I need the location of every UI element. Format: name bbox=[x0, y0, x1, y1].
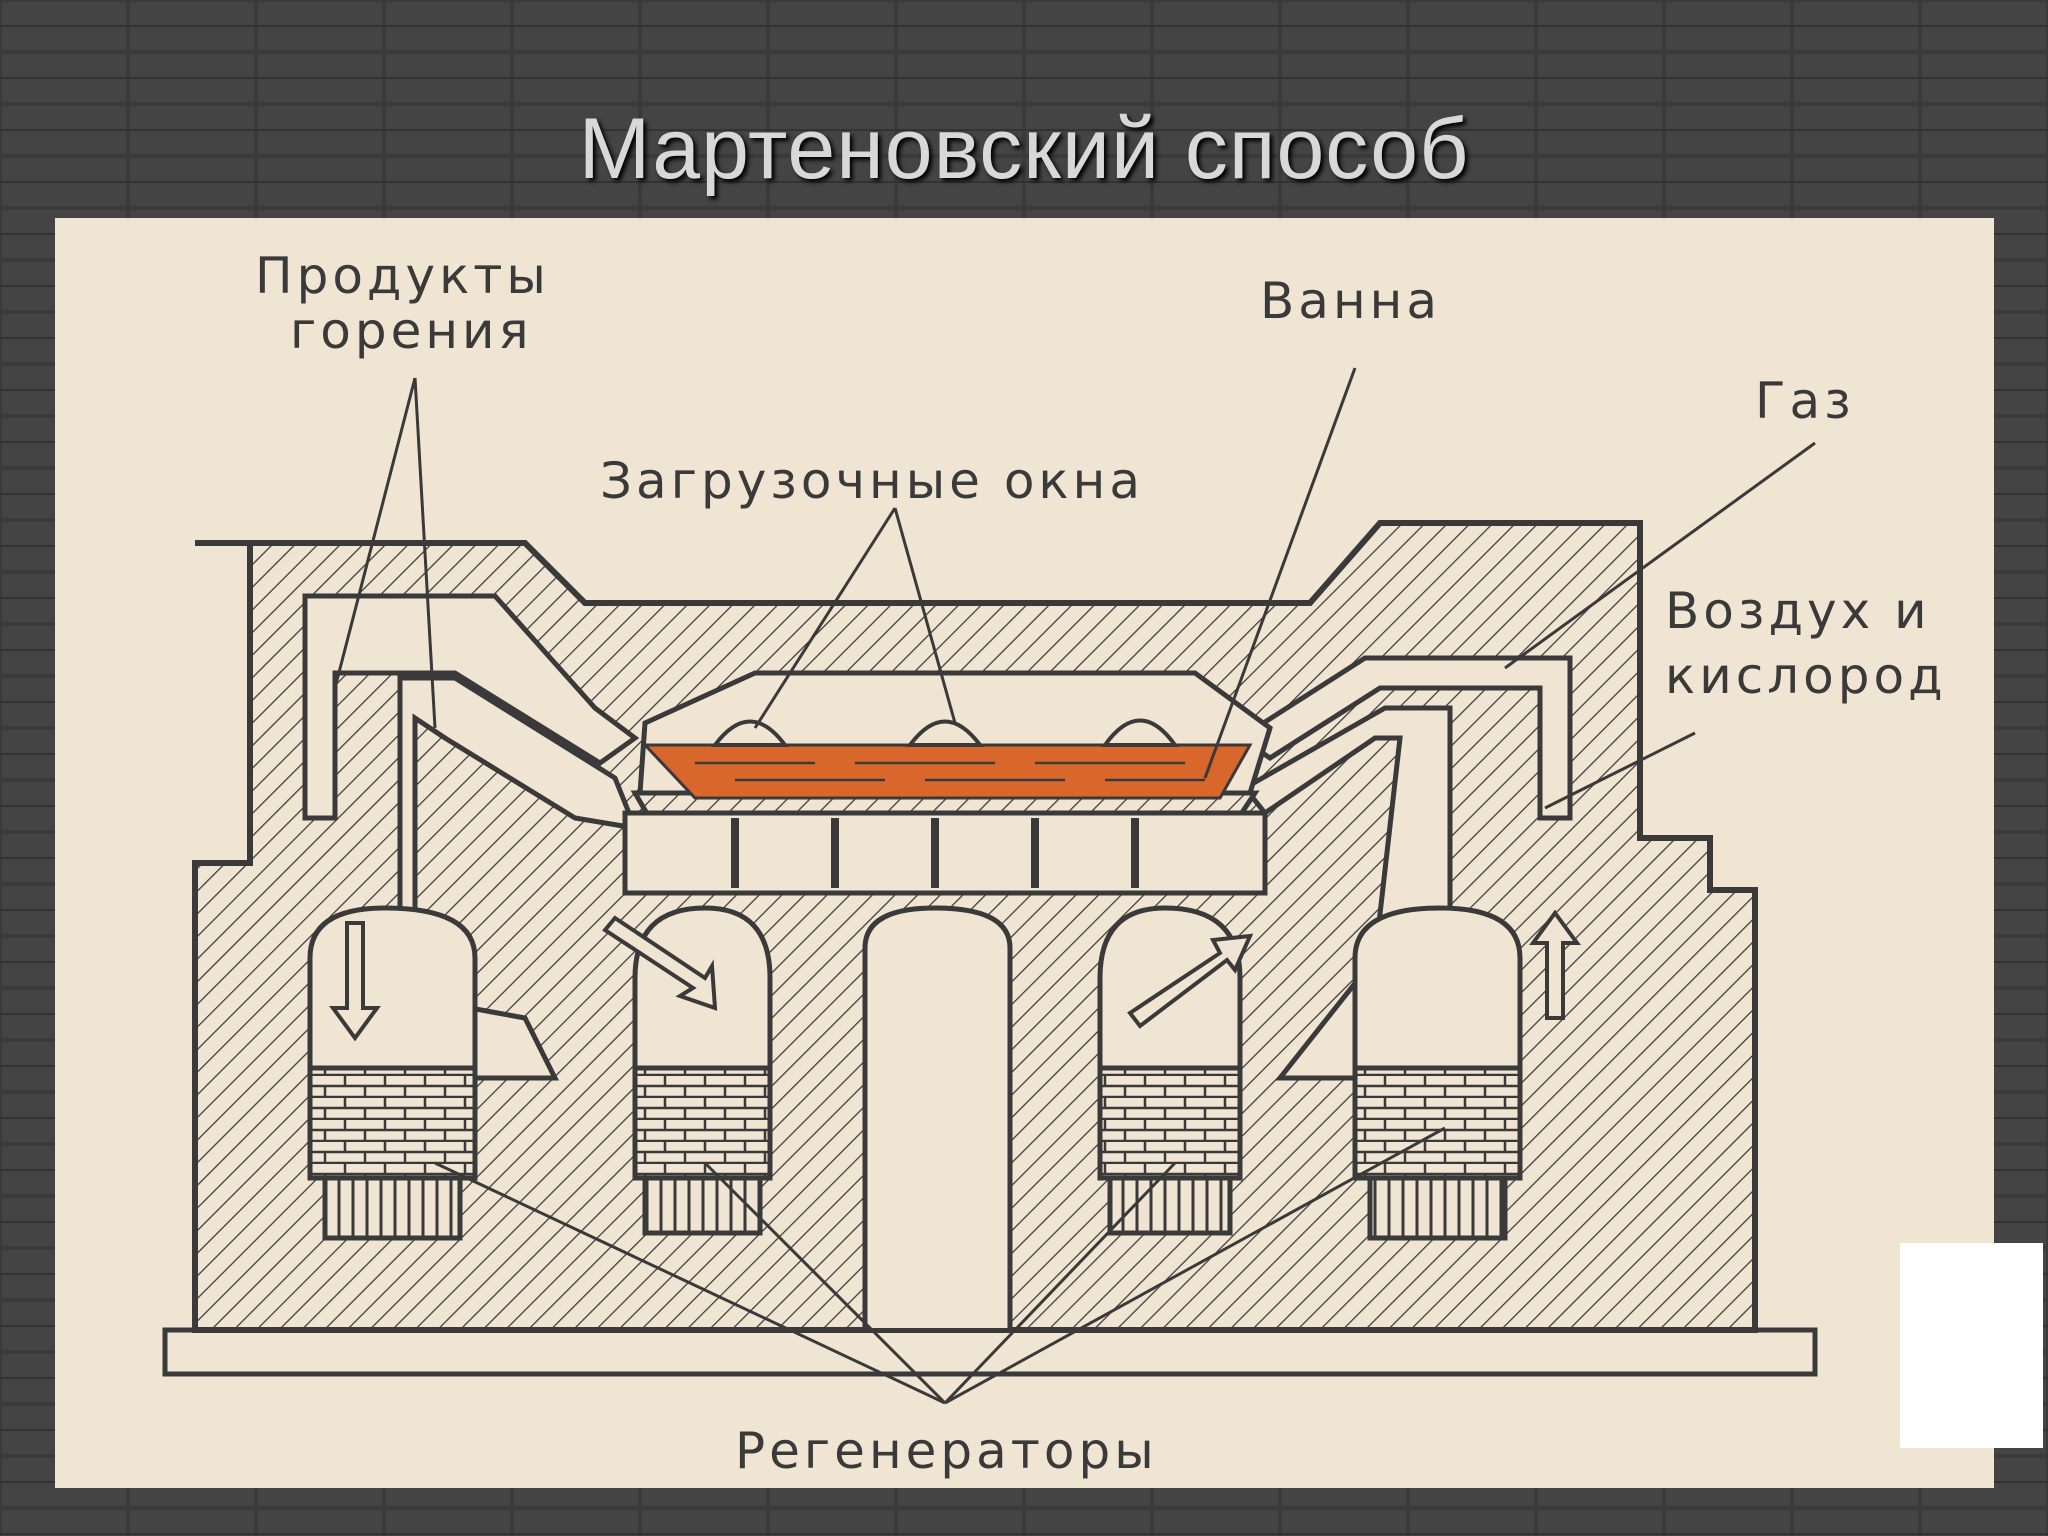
regenerator-1 bbox=[307, 905, 478, 1241]
regenerator-4 bbox=[1352, 905, 1523, 1241]
blank-patch bbox=[1900, 1243, 2043, 1448]
left-flue-channel bbox=[302, 593, 640, 821]
open-hearth-furnace-diagram: Продукты горения Ванна Газ Загрузочные о… bbox=[55, 218, 2043, 1488]
label-loading-windows: Загрузочные окна bbox=[600, 452, 1144, 510]
flow-arrow-up-icon bbox=[1529, 909, 1581, 1020]
loading-window-2 bbox=[906, 719, 984, 747]
label-regenerators: Регенераторы bbox=[735, 1422, 1158, 1480]
label-combustion-products-line2: горения bbox=[290, 302, 533, 360]
center-pillar bbox=[862, 905, 1013, 1328]
label-air-oxygen-line2: кислород bbox=[1665, 647, 1947, 705]
label-combustion-products-line1: Продукты bbox=[255, 247, 550, 305]
furnace-base-plate bbox=[162, 1327, 1818, 1377]
label-bath: Ванна bbox=[1260, 272, 1441, 330]
flow-arrow-diag-down-icon bbox=[602, 915, 718, 1011]
hearth-support-beam bbox=[622, 810, 1268, 896]
right-flue-channel bbox=[1235, 655, 1573, 821]
bath-wave-lines bbox=[695, 761, 1205, 782]
molten-metal-bath bbox=[641, 743, 1253, 800]
label-air-oxygen-line1: Воздух и bbox=[1665, 582, 1931, 640]
loading-window-1 bbox=[711, 719, 789, 747]
regenerator-2 bbox=[632, 905, 773, 1236]
hearth-support-posts bbox=[731, 818, 1139, 888]
flow-arrow-diag-up-icon bbox=[1127, 933, 1254, 1029]
leader-lines bbox=[333, 367, 1816, 1405]
loading-window-3 bbox=[1101, 718, 1179, 747]
slide-title: Мартеновский способ bbox=[578, 101, 1470, 197]
label-gas: Газ bbox=[1755, 372, 1855, 430]
flow-arrow-down-icon bbox=[329, 921, 381, 1042]
